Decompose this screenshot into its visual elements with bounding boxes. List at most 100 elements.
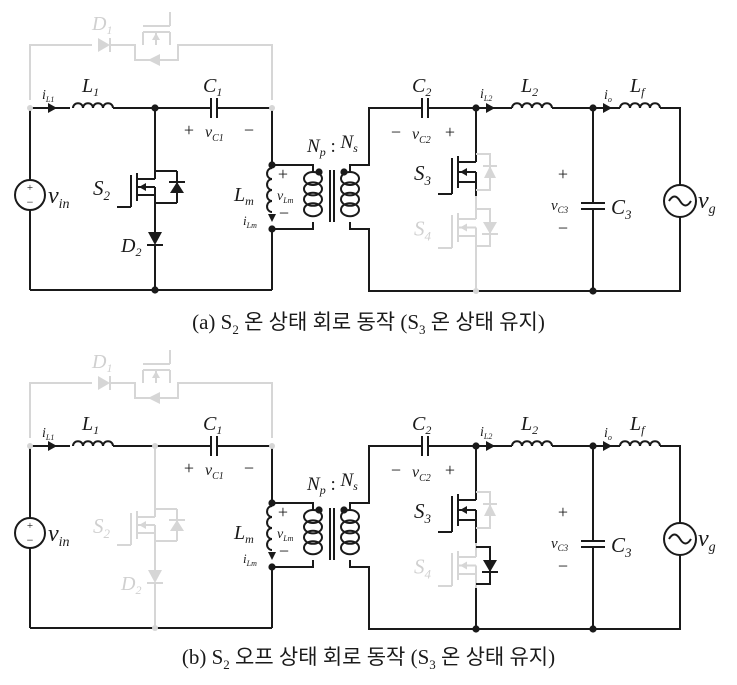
- switch-s3: S3: [414, 148, 477, 196]
- label-vlm: vLm: [277, 189, 294, 205]
- inductor-lm: [266, 505, 273, 551]
- label-d1: D1: [91, 351, 112, 375]
- wire-secondary-top: [349, 107, 422, 172]
- inductor-lf: [619, 102, 661, 109]
- caption-b: (b) S2 오프 상태 회로 동작 (S3 온 상태 유지): [181, 645, 556, 673]
- label-vc3: vC3: [551, 198, 569, 215]
- label-io: io: [604, 88, 612, 104]
- wire-vg-top: [660, 445, 681, 523]
- wire-primary-bottom: [272, 222, 314, 230]
- inductor-l1: [72, 440, 114, 447]
- current-arrow-ilm-icon: [268, 214, 276, 222]
- label-vin: vin: [48, 183, 70, 212]
- switch-s2: S2: [93, 503, 185, 547]
- sign-minus-vc1: −: [244, 120, 254, 140]
- label-vlm: vLm: [277, 527, 294, 543]
- current-arrow-il1-icon: [48, 441, 57, 451]
- inductor-lf: [619, 440, 661, 447]
- sign-plus-vin: +: [27, 182, 33, 194]
- label-l2: L2: [520, 75, 538, 99]
- switch-s4: S4: [414, 205, 477, 250]
- sign-minus-vc2: −: [391, 460, 401, 480]
- sign-plus-vc3: +: [558, 164, 568, 184]
- label-c3: C3: [611, 533, 632, 560]
- label-c3: C3: [611, 195, 632, 222]
- junction-dot: [269, 443, 275, 449]
- wire-vg-top: [660, 107, 681, 185]
- label-d1: D1: [91, 13, 112, 37]
- sign-minus-vin: −: [27, 195, 34, 209]
- s1-arrow-icon: [152, 33, 160, 40]
- label-d2: D2: [120, 573, 141, 597]
- sign-minus-vin: −: [27, 533, 34, 547]
- sign-plus-vc2: +: [445, 460, 455, 480]
- junction-dot: [152, 625, 158, 631]
- label-l2: L2: [520, 413, 538, 437]
- label-lf: Lf: [629, 75, 646, 99]
- label-c2: C2: [412, 413, 431, 437]
- switch-label: S4: [414, 555, 432, 582]
- aux-branch-wire: [29, 44, 92, 100]
- body-arrow-icon: [139, 521, 146, 529]
- caption-a: (a) S2 온 상태 회로 동작 (S3 온 상태 유지): [192, 310, 545, 338]
- wire-secondary-bottom: [349, 560, 593, 630]
- sign-minus-vc3: −: [558, 556, 568, 576]
- wire-primary-bottom: [272, 560, 314, 568]
- label-c2: C2: [412, 75, 431, 99]
- label-vin: vin: [48, 521, 70, 550]
- body-arrow-icon: [139, 183, 146, 191]
- sign-plus-vin: +: [27, 520, 33, 532]
- sine-wave-icon: [668, 533, 692, 545]
- diode-d2-icon: [148, 232, 162, 245]
- current-arrow-ilm-icon: [268, 552, 276, 560]
- sign-plus-vc2: +: [445, 122, 455, 142]
- wire-secondary-bottom: [349, 222, 593, 292]
- s3-body-diode-icon: [484, 166, 496, 178]
- sign-plus-vlm: +: [278, 502, 288, 522]
- switch-label: S3: [414, 499, 432, 526]
- sign-plus-vc3: +: [558, 502, 568, 522]
- wire-primary-top: [272, 502, 314, 510]
- label-il1: iL1: [42, 88, 54, 104]
- switch-label: S3: [414, 161, 432, 188]
- label-io: io: [604, 426, 612, 442]
- junction-dot: [473, 288, 479, 294]
- label-vc3: vC3: [551, 536, 569, 553]
- label-c1: C1: [203, 75, 222, 99]
- label-vg: vg: [698, 188, 716, 217]
- label-lf: Lf: [629, 413, 646, 437]
- inductor-l1: [72, 102, 114, 109]
- sign-plus-vc1: +: [184, 120, 194, 140]
- junction-dot: [27, 443, 33, 449]
- label-vc2: vC2: [412, 464, 431, 484]
- label-turns-ratio: Np : Ns: [306, 132, 358, 159]
- sign-minus-vc3: −: [558, 218, 568, 238]
- label-ilm: iLm: [243, 551, 257, 568]
- switch-s4: S4: [414, 543, 477, 588]
- primary-winding: [303, 509, 324, 556]
- body-arrow-icon: [460, 561, 467, 570]
- sign-minus-vc2: −: [391, 122, 401, 142]
- wire-secondary-top: [349, 445, 422, 510]
- body-diode-icon: [170, 182, 184, 193]
- sign-minus-vlm: −: [279, 541, 289, 561]
- inductor-l2: [511, 440, 553, 447]
- switch-s3: S3: [414, 486, 477, 534]
- sine-wave-icon: [668, 195, 692, 207]
- junction-dot: [269, 105, 275, 111]
- label-c1: C1: [203, 413, 222, 437]
- sign-minus-vlm: −: [279, 203, 289, 223]
- wire-vg-bottom: [593, 555, 681, 630]
- diode-d1-icon: [98, 38, 110, 52]
- aux-branch-wire: [110, 382, 273, 438]
- label-d2: D2: [120, 235, 141, 259]
- label-lm: Lm: [233, 522, 254, 546]
- label-vc1: vC1: [205, 124, 224, 144]
- switch-label: S2: [93, 176, 111, 203]
- label-l1: L1: [81, 75, 99, 99]
- aux-branch-wire: [29, 382, 92, 438]
- s1-arrow-icon: [152, 371, 160, 378]
